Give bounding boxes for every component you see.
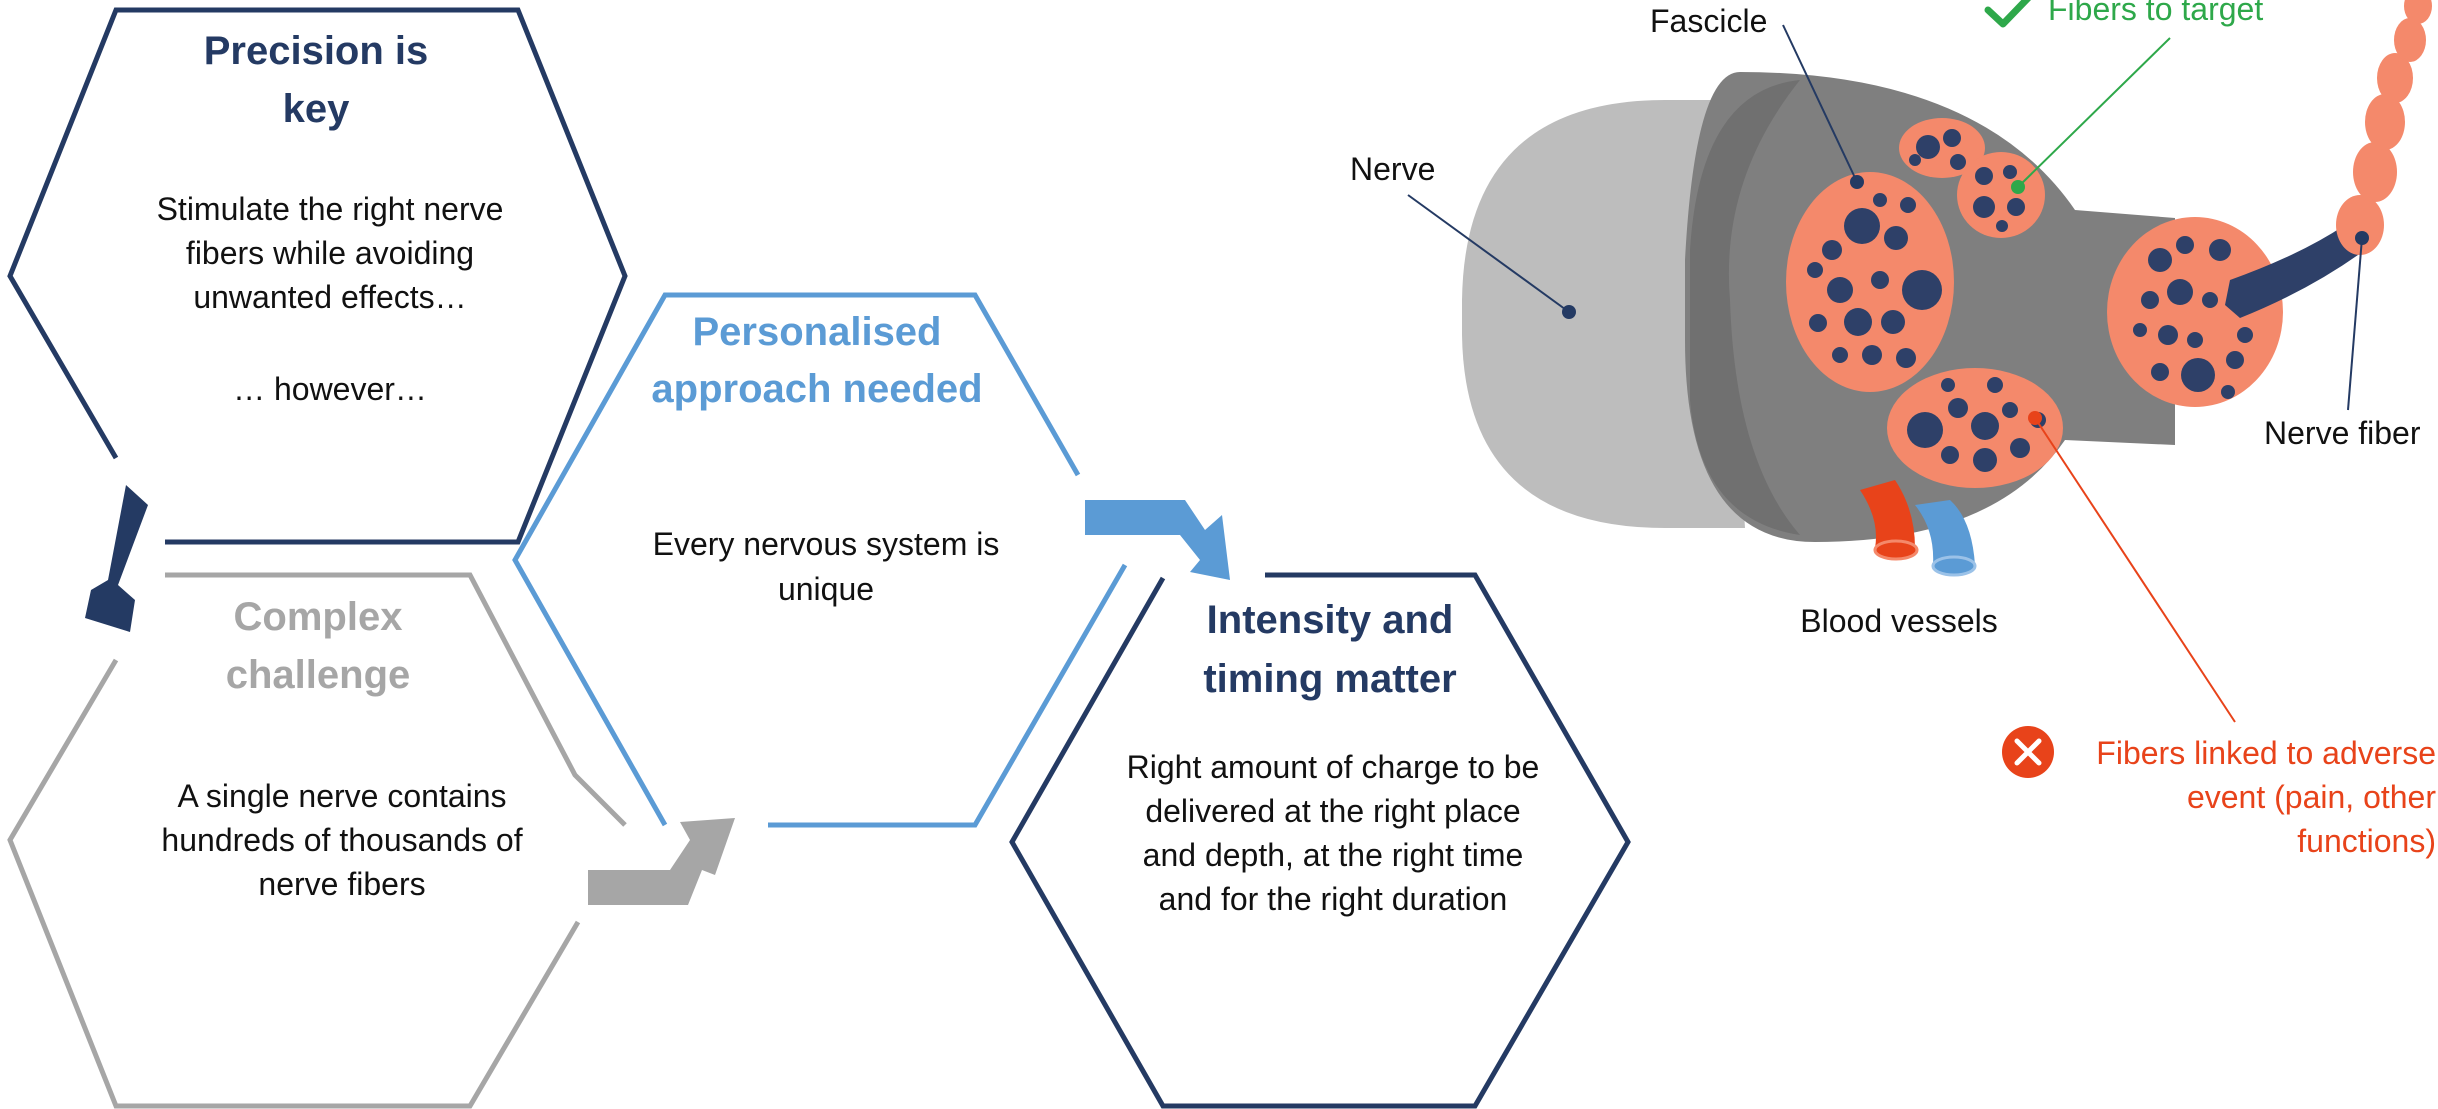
precision-body-line3: unwanted effects… [193, 279, 466, 315]
precision-body-line5: … however… [233, 371, 427, 407]
fascicle-pointer [1782, 24, 1858, 183]
personalised-title-line2: approach needed [651, 367, 982, 411]
nerve-fiber-pointer [2347, 237, 2363, 411]
arrow-complex-to-personalised [588, 818, 735, 905]
label-fascicle: Fascicle [1650, 3, 1767, 39]
hexagon-complex: Complex challenge A single nerve contain… [7, 572, 627, 1109]
label-fibers-to-target: Fibers to target [2048, 0, 2263, 27]
arrow-precision-to-complex [85, 485, 148, 632]
hexagon-personalised: Personalised approach needed Every nervo… [512, 292, 1128, 828]
complex-title-line1: Complex [234, 595, 403, 639]
nerve-sheath [1462, 100, 1745, 528]
fiber-cluster [1807, 129, 2253, 472]
hexagon-precision: Precision is key Stimulate the right ner… [7, 7, 628, 545]
label-nerve: Nerve [1350, 151, 1435, 187]
precision-title-line2: key [283, 87, 350, 131]
intensity-title-line1: Intensity and [1207, 598, 1454, 642]
intensity-body-line1: Right amount of charge to be [1127, 749, 1540, 785]
fascicle-pointer-dot [1850, 175, 1864, 189]
cross-circle-icon [2002, 726, 2054, 778]
intensity-title-line2: timing matter [1203, 657, 1456, 701]
hexagon-intensity: Intensity and timing matter Right amount… [1009, 572, 1631, 1109]
precision-body-line2: fibers while avoiding [186, 235, 474, 271]
complex-body-line3: nerve fibers [258, 866, 425, 902]
label-adverse-line3: functions) [2297, 823, 2436, 859]
label-adverse-line1: Fibers linked to adverse [2096, 735, 2436, 771]
label-blood-vessels: Blood vessels [1800, 603, 1997, 639]
personalised-body-line2: unique [778, 571, 874, 607]
protruding-fiber [2225, 225, 2365, 318]
label-nerve-fiber: Nerve fiber [2264, 415, 2421, 451]
nerve-illustration [1407, 0, 2432, 723]
nerve-pointer-dot [1562, 305, 1576, 319]
target-pointer-dot [2011, 180, 2025, 194]
complex-body-line2: hundreds of thousands of [161, 822, 522, 858]
arrow-personalised-to-intensity [1085, 500, 1230, 580]
complex-body-line1: A single nerve contains [177, 778, 506, 814]
nerve-fiber-pointer-dot [2355, 231, 2369, 245]
personalised-title-line1: Personalised [692, 310, 941, 354]
adverse-pointer-dot [2028, 411, 2042, 425]
intensity-body-line2: delivered at the right place [1145, 793, 1520, 829]
precision-title-line1: Precision is [204, 29, 429, 73]
adverse-pointer [2034, 417, 2236, 723]
label-adverse-line2: event (pain, other [2187, 779, 2436, 815]
target-pointer [2017, 37, 2171, 188]
nerve-shadow [1690, 80, 1800, 535]
nerve-pointer [1407, 194, 1570, 313]
check-icon [1984, 0, 2032, 28]
personalised-body-line1: Every nervous system is [653, 526, 1000, 562]
blood-vessels [1860, 480, 1977, 577]
fascicle-left [1786, 172, 1954, 392]
intensity-body-line4: and for the right duration [1159, 881, 1508, 917]
intensity-body-line3: and depth, at the right time [1143, 837, 1524, 873]
precision-body-line1: Stimulate the right nerve [157, 191, 504, 227]
myelin-segments [2336, 0, 2432, 255]
complex-title-line2: challenge [226, 653, 411, 697]
